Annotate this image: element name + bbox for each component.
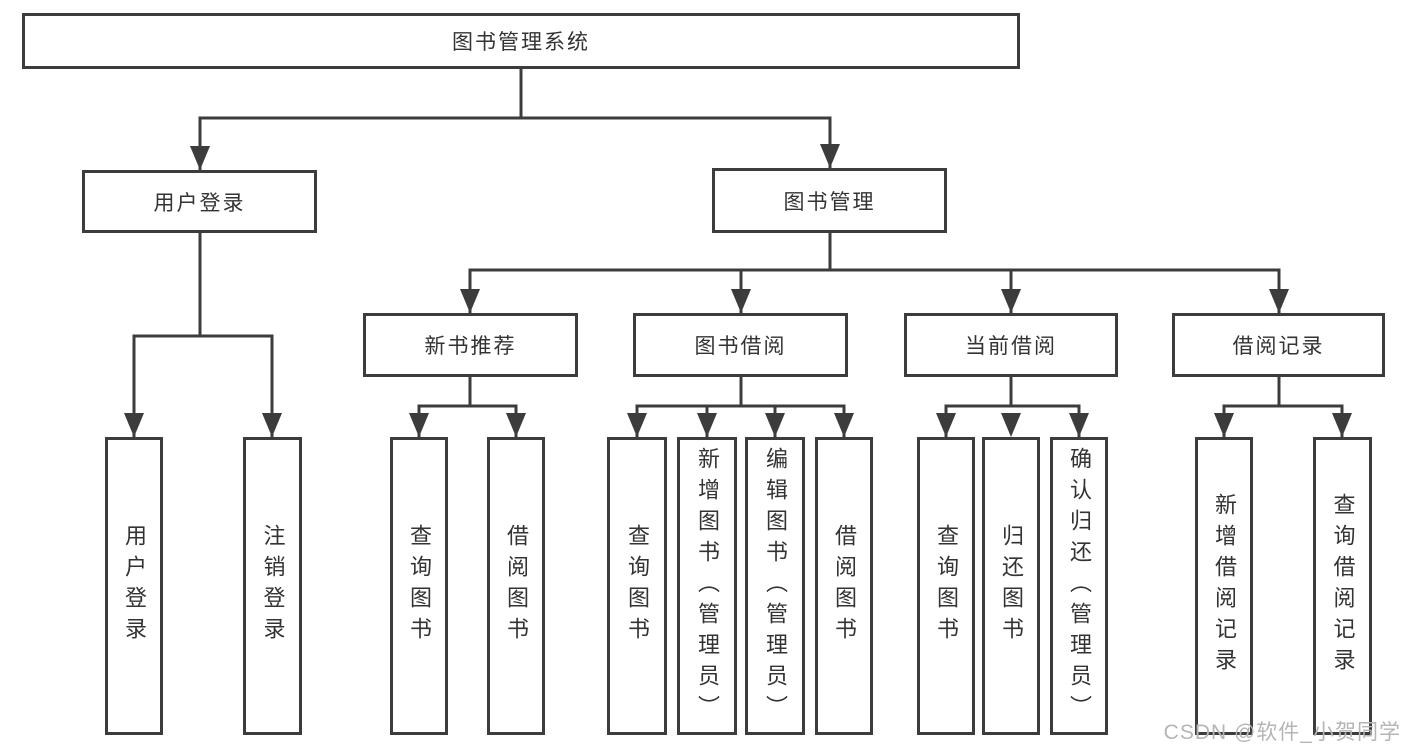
arrowhead bbox=[262, 413, 282, 437]
leaf-user-login: 用户登录 bbox=[105, 437, 163, 735]
node-label: 新增借阅记录 bbox=[1212, 493, 1237, 679]
node-label: 编辑图书（管理员） bbox=[763, 446, 788, 726]
leaf-logout: 注销登录 bbox=[243, 437, 302, 735]
node-user-login-branch: 用户登录 bbox=[82, 170, 317, 233]
node-book-management-branch: 图书管理 bbox=[712, 168, 947, 233]
edge-book-borrow-group bbox=[635, 377, 846, 437]
node-new-book-recommend: 新书推荐 bbox=[363, 313, 578, 377]
leaf-borrow-books: 借阅图书 bbox=[815, 437, 873, 735]
arrowhead bbox=[731, 289, 751, 313]
arrowhead bbox=[190, 146, 210, 170]
arrowhead bbox=[1001, 289, 1021, 313]
arrowhead bbox=[834, 413, 854, 437]
arrowhead bbox=[627, 413, 647, 437]
node-borrowing-records: 借阅记录 bbox=[1172, 313, 1385, 377]
edge-new-book-group bbox=[417, 377, 518, 437]
arrowhead bbox=[697, 413, 717, 437]
leaf-query-books-borrow: 查询图书 bbox=[607, 437, 667, 735]
arrowhead bbox=[1269, 289, 1289, 313]
arrowhead bbox=[765, 413, 785, 437]
node-library-system-root: 图书管理系统 bbox=[22, 13, 1020, 69]
tree-edges bbox=[132, 69, 1344, 437]
node-label: 用户登录 bbox=[122, 524, 147, 648]
leaf-edit-books-admin: 编辑图书（管理员） bbox=[745, 437, 805, 735]
edge-borrow-record-group bbox=[1222, 377, 1344, 437]
node-label: 图书管理 bbox=[783, 190, 876, 214]
node-label: 借阅记录 bbox=[1232, 335, 1325, 358]
arrowhead bbox=[1332, 413, 1352, 437]
node-label: 图书借阅 bbox=[694, 335, 787, 358]
node-label: 查询图书 bbox=[407, 524, 432, 648]
arrowhead bbox=[936, 413, 956, 437]
leaf-add-books-admin: 新增图书（管理员） bbox=[677, 437, 737, 735]
node-label: 用户登录 bbox=[153, 191, 246, 215]
node-label: 借阅图书 bbox=[504, 524, 529, 648]
leaf-query-borrow-record: 查询借阅记录 bbox=[1313, 437, 1372, 735]
leaf-add-borrow-record: 新增借阅记录 bbox=[1195, 437, 1253, 735]
edge-user-login-group bbox=[132, 233, 274, 437]
arrowhead bbox=[820, 144, 840, 168]
node-label: 借阅图书 bbox=[832, 524, 857, 648]
arrowhead bbox=[124, 413, 144, 437]
edge-book-mgmt-group bbox=[468, 233, 1281, 313]
node-label: 当前借阅 bbox=[965, 335, 1057, 358]
edge-root-to-level2 bbox=[198, 69, 832, 170]
arrowhead bbox=[1214, 413, 1234, 437]
node-book-borrowing: 图书借阅 bbox=[633, 313, 848, 377]
node-label: 确认归还（管理员） bbox=[1067, 446, 1092, 726]
node-current-borrowing: 当前借阅 bbox=[904, 313, 1118, 377]
arrowhead bbox=[1001, 413, 1021, 437]
node-label: 注销登录 bbox=[260, 524, 286, 648]
csdn-watermark: CSDN @软件_小贺同学 bbox=[1163, 721, 1401, 744]
arrowhead bbox=[1069, 413, 1089, 437]
leaf-borrow-books-recommend: 借阅图书 bbox=[487, 437, 545, 735]
arrowhead bbox=[409, 413, 429, 437]
leaf-query-books-current: 查询图书 bbox=[917, 437, 975, 735]
node-label: 新书推荐 bbox=[424, 335, 517, 358]
node-label: 图书管理系统 bbox=[452, 31, 590, 54]
node-label: 新增图书（管理员） bbox=[695, 446, 720, 726]
leaf-return-books: 归还图书 bbox=[982, 437, 1040, 735]
arrowheads bbox=[124, 144, 1352, 437]
node-label: 查询图书 bbox=[625, 524, 650, 648]
node-label: 归还图书 bbox=[999, 524, 1024, 648]
leaf-query-books-recommend: 查询图书 bbox=[390, 437, 448, 735]
arrowhead bbox=[460, 289, 480, 313]
arrowhead bbox=[506, 413, 526, 437]
node-label: 查询借阅记录 bbox=[1330, 493, 1356, 679]
node-label: 查询图书 bbox=[934, 524, 959, 648]
leaf-confirm-return-admin: 确认归还（管理员） bbox=[1050, 437, 1108, 735]
